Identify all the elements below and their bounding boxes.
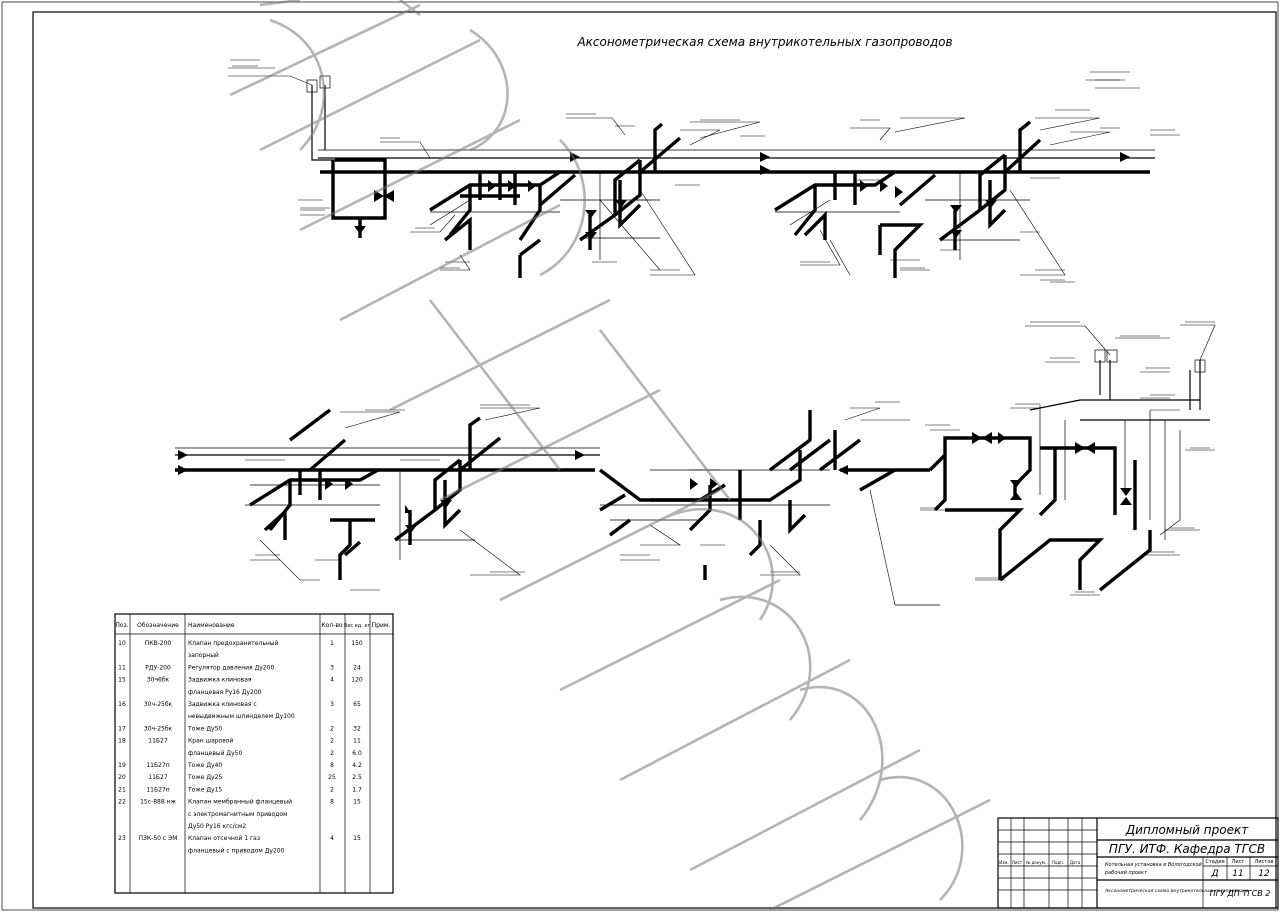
spec-cell-pos: 17 xyxy=(118,725,126,732)
spec-cell-pos: 23 xyxy=(118,835,126,842)
spec-cell-pos: 16 xyxy=(118,701,126,708)
stamp-header: Подп. xyxy=(1052,860,1064,865)
title-sheets-count: 12 xyxy=(1258,869,1270,879)
spec-cell-pos: 11 xyxy=(118,664,126,671)
upper-gas-pipeline-scheme xyxy=(228,67,1180,283)
title-object: Котельная установка в Вологодской xyxy=(1105,862,1203,868)
spec-cell-mass: 1.7 xyxy=(352,786,362,793)
spec-cell-name: фланцевый Ду50 xyxy=(188,750,242,757)
stamp-header: Дата xyxy=(1070,860,1081,865)
spec-cell-mass: 4.2 xyxy=(352,762,362,769)
spec-cell-name: запорный xyxy=(188,652,219,659)
title-document-code: ПГУ ДП ТГСВ 2 xyxy=(1210,889,1271,898)
spec-cell-name: Задвижка клиновая с xyxy=(188,701,257,708)
title-sheet-number: 11 xyxy=(1232,869,1243,879)
spec-cell-name: невыдвижным шпинделем Ду100 xyxy=(188,713,295,720)
spec-cell-code: ПЗК-50 с ЭМ xyxy=(139,835,178,842)
drawing-title: Аксонометрическая схема внутрикотельных … xyxy=(576,35,952,49)
spec-cell-qty: 8 xyxy=(330,762,334,769)
lower-middle-gas-pipeline-scheme xyxy=(598,407,940,606)
spec-cell-mass: 11 xyxy=(353,738,361,745)
spec-cell-qty: 3 xyxy=(330,701,334,708)
spec-cell-name: Клапан предохранительный xyxy=(188,640,279,647)
spec-header-code: Обозначение xyxy=(137,622,179,629)
spec-cell-pos: 10 xyxy=(118,640,126,647)
spec-cell-mass: 65 xyxy=(353,701,361,708)
stamp-header: Лист xyxy=(1012,860,1023,865)
spec-cell-mass: 15 xyxy=(353,799,361,806)
spec-cell-pos: 21 xyxy=(118,786,126,793)
spec-cell-qty: 25 xyxy=(328,774,336,781)
spec-cell-pos: 20 xyxy=(118,774,126,781)
spec-cell-name: Клапан мембранный фланцевый xyxy=(188,799,292,806)
spec-cell-name: Задвижка клиновая xyxy=(188,677,252,684)
dimension-labels xyxy=(230,59,1215,606)
spec-cell-qty: 4 xyxy=(330,835,334,842)
spec-cell-mass: 15 xyxy=(353,835,361,842)
spec-cell-qty: 2 xyxy=(330,738,334,745)
spec-cell-code: 11Б27п xyxy=(146,762,169,769)
spec-cell-name: фланцевая Ру16 Ду200 xyxy=(188,689,262,696)
spec-cell-mass: 32 xyxy=(353,725,361,732)
spec-cell-code: 30ч6бк xyxy=(147,677,170,684)
spec-cell-code: 11Б27 xyxy=(148,738,168,745)
title-stage: Д xyxy=(1210,869,1218,879)
spec-cell-name: с электромагнитным приводом xyxy=(188,811,288,818)
spec-cell-qty: 2 xyxy=(330,786,334,793)
spec-cell-code: 30ч-25бк xyxy=(144,701,173,708)
spec-cell-code: ПКВ-200 xyxy=(145,640,172,647)
spec-cell-mass: 24 xyxy=(353,664,361,671)
spec-header-name: Наименование xyxy=(188,622,235,629)
title-object-2: рабочий проект xyxy=(1104,870,1148,876)
spec-cell-name: фланцевый с приводом Ду200 xyxy=(188,847,285,854)
spec-cell-pos: 19 xyxy=(118,762,126,769)
spec-cell-qty: 8 xyxy=(330,799,334,806)
spec-header-note: Прим. xyxy=(372,622,391,629)
spec-cell-pos: 15 xyxy=(118,677,126,684)
spec-cell-name: Ду50 Ру16 кгс/см2 xyxy=(188,823,246,830)
stamp-header: № докум. xyxy=(1026,860,1046,865)
title-sheet-title: Аксонометрическая схема внутрикотельных … xyxy=(1104,888,1249,894)
title-sheet-label: Лист xyxy=(1232,859,1245,865)
spec-cell-name: Регулятор давления Ду200 xyxy=(188,664,274,671)
spec-cell-name: Кран шаровой xyxy=(188,738,233,745)
title-sheets-label: Листов xyxy=(1255,859,1274,865)
title-organization: ПГУ. ИТФ. Кафедра ТГСВ xyxy=(1109,842,1265,856)
inner-frame xyxy=(32,11,1277,909)
title-block: Дипломный проект ПГУ. ИТФ. Кафедра ТГСВ … xyxy=(997,817,1279,909)
spec-cell-qty: 4 xyxy=(330,677,334,684)
spec-cell-code: РДУ-200 xyxy=(145,664,171,671)
spec-cell-mass: 6.0 xyxy=(352,750,362,757)
spec-cell-code: 11Б27 xyxy=(148,774,168,781)
spec-cell-mass: 150 xyxy=(351,640,363,647)
title-stage-label: Стадия xyxy=(1205,859,1224,865)
spec-cell-code: 15с-888 нж xyxy=(140,799,176,806)
stamp-header: Изм. xyxy=(999,860,1008,865)
spec-cell-mass: 2.5 xyxy=(352,774,362,781)
gas-regulation-unit-scheme xyxy=(920,324,1216,596)
spec-cell-qty: 2 xyxy=(330,750,334,757)
spec-cell-pos: 18 xyxy=(118,738,126,745)
spec-cell-qty: 3 xyxy=(330,664,334,671)
spec-cell-name: Клапан отсечной 1 газ xyxy=(188,835,260,842)
lower-left-gas-pipeline-scheme xyxy=(175,407,600,591)
spec-header-pos: Поз. xyxy=(115,622,128,629)
spec-cell-name: Тоже Ду15 xyxy=(187,786,222,793)
spec-cell-qty: 2 xyxy=(330,725,334,732)
spec-cell-name: Тоже Ду50 xyxy=(187,725,222,732)
spec-cell-qty: 1 xyxy=(330,640,334,647)
spec-header-qty: Кол-во xyxy=(321,622,342,629)
spec-cell-code: 11Б27п xyxy=(146,786,169,793)
spec-cell-pos: 22 xyxy=(118,799,126,806)
spec-cell-mass: 120 xyxy=(351,677,363,684)
spec-cell-name: Тоже Ду25 xyxy=(187,774,222,781)
spec-header-mass: Вес ед. кг xyxy=(344,623,371,629)
title-project: Дипломный проект xyxy=(1125,823,1249,837)
spec-cell-name: Тоже Ду40 xyxy=(187,762,222,769)
watermark xyxy=(229,0,991,912)
spec-cell-code: 30ч-25бк xyxy=(144,725,173,732)
